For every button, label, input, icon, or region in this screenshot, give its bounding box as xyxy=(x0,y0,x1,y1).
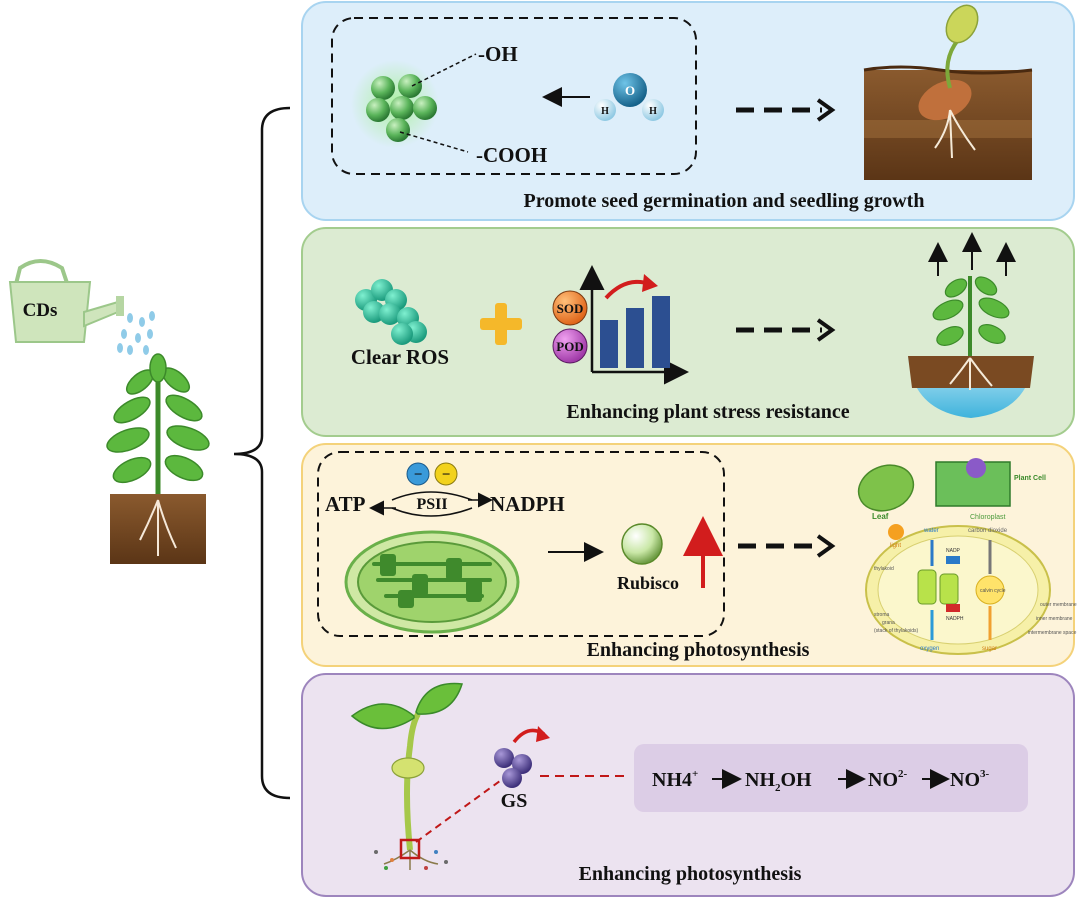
thylakoid-label: thylakoid xyxy=(874,566,894,572)
clear-ros-label: Clear ROS xyxy=(351,345,449,369)
panel-nitrogen-metabolism: GS NH4+ NH2OH NO2- NO3- Enhancing photos… xyxy=(301,673,1075,897)
grana-label: grana xyxy=(882,620,895,626)
panel-stress-resistance: Clear ROS SOD POD xyxy=(301,227,1075,437)
sugar-label: sugar xyxy=(982,646,997,652)
oxygen-atom-label: O xyxy=(625,83,635,98)
enzyme-bubbles: SOD POD xyxy=(552,290,588,364)
gs-enzyme-cluster xyxy=(494,748,532,788)
pathway-step-nitrate: NO3- xyxy=(950,768,990,791)
hydroxyl-label: -OH xyxy=(478,42,518,66)
light-label: light xyxy=(890,543,901,549)
nitrogen-pathway: NH4+ NH2OH NO2- NO3- xyxy=(652,768,990,794)
intermembrane-label: intermembrane space xyxy=(1028,630,1077,636)
panel-caption: Promote seed germination and seedling gr… xyxy=(524,190,925,212)
stack-label: (stack of thylakoids) xyxy=(874,628,919,634)
gs-label: GS xyxy=(501,790,528,812)
nadph-label: NADPH xyxy=(490,492,565,516)
plus-icon xyxy=(480,303,522,345)
plant-cell-label: Plant Cell xyxy=(1014,475,1046,482)
potted-plant-illustration xyxy=(106,353,210,564)
pathway-step-ammonium: NH4+ xyxy=(652,768,698,791)
psii-box xyxy=(317,451,725,637)
nadph-cell-label: NADPH xyxy=(946,616,964,622)
rubisco-sphere xyxy=(621,523,663,565)
leaf-label: Leaf xyxy=(872,512,889,521)
oxygen-label: oxygen xyxy=(920,646,939,652)
negative-charge: − xyxy=(442,467,451,483)
chloroplast-label: Chloroplast xyxy=(970,514,1005,521)
panel-photosynthesis: − − PSII ATP NADPH xyxy=(301,443,1077,667)
increase-arrowhead xyxy=(536,726,550,742)
water-label: water xyxy=(923,528,939,534)
inner-membrane-label: inner membrane xyxy=(1036,616,1073,622)
psii-label: PSII xyxy=(416,496,447,513)
curly-bracket xyxy=(233,106,291,800)
chart-bar xyxy=(626,308,644,368)
water-molecule: O H H xyxy=(594,73,664,121)
nadp-label: NADP xyxy=(946,548,961,554)
pathway-step-hydroxylamine: NH2OH xyxy=(745,769,812,794)
co2-label: carbon dioxide xyxy=(968,528,1008,534)
plant-cell-photosynthesis-illustration: Leaf Plant Cell Chloroplast light water … xyxy=(857,458,1077,655)
electron-charges: − − xyxy=(406,462,458,486)
resistant-plant-illustration xyxy=(908,276,1034,418)
seedling-illustration xyxy=(350,682,463,870)
sod-label: SOD xyxy=(557,301,584,316)
functional-group-box xyxy=(331,17,697,175)
cds-label: CDs xyxy=(23,300,58,321)
hydrogen-atom-label: H xyxy=(649,106,657,117)
stroma-label: stroma xyxy=(874,612,890,618)
calvin-label: calvin cycle xyxy=(980,588,1006,594)
panel-caption: Enhancing photosynthesis xyxy=(587,639,810,661)
nitrogen-pathway-box xyxy=(634,744,1028,812)
carboxyl-label: -COOH xyxy=(476,143,547,167)
gs-link-line xyxy=(415,777,505,843)
carbon-dot-cluster xyxy=(351,60,439,148)
enzyme-activity-bar-chart xyxy=(579,265,689,385)
cooh-connector xyxy=(399,131,469,153)
atp-label: ATP xyxy=(325,492,366,516)
panel-seed-germination: -OH -COOH O H H Promote seed germination… xyxy=(301,1,1075,221)
panel-caption: Enhancing plant stress resistance xyxy=(566,401,849,423)
negative-charge: − xyxy=(414,467,423,483)
seedling-in-soil-illustration xyxy=(863,4,1033,180)
pod-label: POD xyxy=(556,339,583,354)
ros-cluster xyxy=(355,279,427,345)
panel-caption: Enhancing photosynthesis xyxy=(579,863,802,885)
growth-up-arrows xyxy=(928,232,1016,276)
chart-bar xyxy=(652,296,670,368)
psii-cycle: PSII xyxy=(369,491,493,517)
rubisco-label: Rubisco xyxy=(617,573,679,593)
hydrogen-atom-label: H xyxy=(601,106,609,117)
increase-arrowhead xyxy=(642,274,658,292)
outer-membrane-label: outer membrane xyxy=(1040,602,1077,608)
chloroplast-illustration xyxy=(344,530,520,634)
oh-connector xyxy=(411,53,477,87)
water-drops xyxy=(117,311,155,355)
pathway-step-nitrite: NO2- xyxy=(868,768,908,791)
watering-can: CDs xyxy=(8,259,124,343)
chart-bar xyxy=(600,320,618,368)
arrowhead xyxy=(816,318,836,342)
arrowhead xyxy=(816,98,836,122)
arrowhead xyxy=(816,534,836,558)
